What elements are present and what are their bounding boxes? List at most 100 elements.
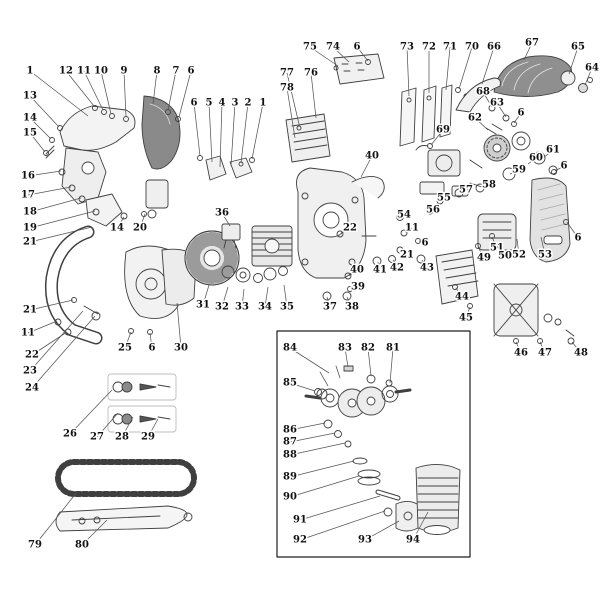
part-label-64: 64	[585, 63, 599, 74]
leader-line-69	[430, 129, 444, 146]
leader-line-15	[29, 132, 46, 153]
leader-line-48	[571, 341, 582, 354]
leader-line-11	[83, 70, 104, 111]
leader-line-91	[299, 495, 381, 521]
part-label-7: 7	[173, 66, 180, 77]
part-label-15: 15	[23, 128, 37, 139]
cylinder-block	[251, 225, 293, 267]
leader-line-59	[509, 169, 520, 175]
part-label-29: 29	[141, 432, 155, 443]
part-label-21: 21	[23, 237, 37, 248]
leader-line-78	[286, 87, 296, 139]
part-label-88: 88	[283, 450, 297, 461]
leader-line-39	[350, 286, 359, 290]
part-label-67: 67	[525, 38, 539, 49]
leader-line-82	[367, 347, 372, 377]
part-label-62: 62	[468, 113, 482, 124]
leader-line-63	[496, 102, 507, 118]
leader-line-64	[584, 67, 593, 86]
part-label-1: 1	[27, 66, 34, 77]
part-label-74: 74	[326, 42, 340, 53]
part-label-9: 9	[121, 66, 128, 77]
part-label-32: 32	[215, 302, 229, 313]
carburetor	[396, 143, 483, 221]
part-label-70: 70	[465, 42, 479, 53]
part-label-4: 4	[219, 98, 226, 109]
leader-line-60	[527, 157, 537, 165]
part-label-61: 61	[546, 145, 560, 156]
part-label-34: 34	[258, 302, 272, 313]
leader-line-47	[539, 341, 546, 354]
part-label-59: 59	[512, 165, 526, 176]
leader-line-35	[283, 284, 288, 308]
handle-bracket-plates	[197, 155, 255, 181]
leader-line-73	[406, 46, 410, 97]
crankcase	[296, 167, 385, 279]
part-label-93: 93	[358, 535, 372, 546]
part-label-6: 6	[149, 343, 156, 354]
leader-line-41	[377, 261, 381, 271]
part-label-38: 38	[345, 302, 359, 313]
leader-line-6	[178, 70, 192, 118]
leader-line-18	[29, 197, 82, 213]
air-filter-cover	[285, 113, 331, 163]
leader-line-9	[123, 70, 127, 118]
leader-line-21	[29, 299, 74, 311]
part-label-37: 37	[323, 302, 337, 313]
part-label-65: 65	[571, 42, 585, 53]
part-label-35: 35	[280, 302, 294, 313]
gasket-plates	[399, 84, 469, 147]
part-label-40: 40	[350, 265, 364, 276]
part-label-51: 51	[490, 243, 504, 254]
part-label-92: 92	[293, 535, 307, 546]
leader-line-88	[289, 442, 346, 456]
leader-line-85	[289, 382, 316, 392]
leader-line-38	[346, 296, 353, 308]
flywheel	[184, 230, 240, 286]
leader-line-11	[404, 227, 413, 233]
part-label-20: 20	[133, 223, 147, 234]
parts-drawing	[43, 53, 593, 558]
part-label-27: 27	[90, 432, 104, 443]
part-label-6: 6	[561, 161, 568, 172]
leader-line-7	[167, 70, 177, 111]
part-label-6: 6	[188, 66, 195, 77]
leader-line-1	[29, 70, 89, 117]
leader-line-66	[481, 46, 495, 85]
part-label-83: 83	[338, 343, 352, 354]
clutch-sprocket-group	[454, 131, 558, 198]
leader-line-6	[356, 46, 369, 62]
part-label-58: 58	[482, 180, 496, 191]
ignition-coil	[221, 223, 241, 249]
part-label-6: 6	[191, 98, 198, 109]
part-label-22: 22	[25, 350, 39, 361]
leader-line-31	[202, 284, 210, 306]
part-label-11: 11	[405, 223, 419, 234]
part-label-44: 44	[455, 292, 469, 303]
part-label-14: 14	[23, 113, 37, 124]
leader-line-70	[458, 46, 473, 90]
hand-guard-brake	[455, 77, 517, 135]
leader-line-49	[477, 246, 485, 259]
leader-line-90	[289, 475, 360, 498]
part-label-84: 84	[283, 343, 297, 354]
part-label-49: 49	[477, 253, 491, 264]
leader-line-53	[540, 236, 546, 256]
oiler-parts-row-2	[107, 405, 177, 433]
leader-line-93	[364, 520, 400, 541]
part-label-36: 36	[215, 208, 229, 219]
leader-line-74	[332, 46, 350, 63]
leader-line-10	[100, 70, 112, 115]
leader-line-51	[491, 236, 498, 249]
leader-line-54	[399, 214, 405, 217]
leader-line-94	[412, 511, 429, 541]
part-label-19: 19	[23, 223, 37, 234]
leader-line-80	[81, 519, 108, 546]
leader-line-57	[459, 189, 467, 193]
leader-line-50	[499, 246, 506, 257]
leader-line-36	[221, 212, 231, 227]
part-label-55: 55	[437, 193, 451, 204]
part-label-6: 6	[518, 108, 525, 119]
